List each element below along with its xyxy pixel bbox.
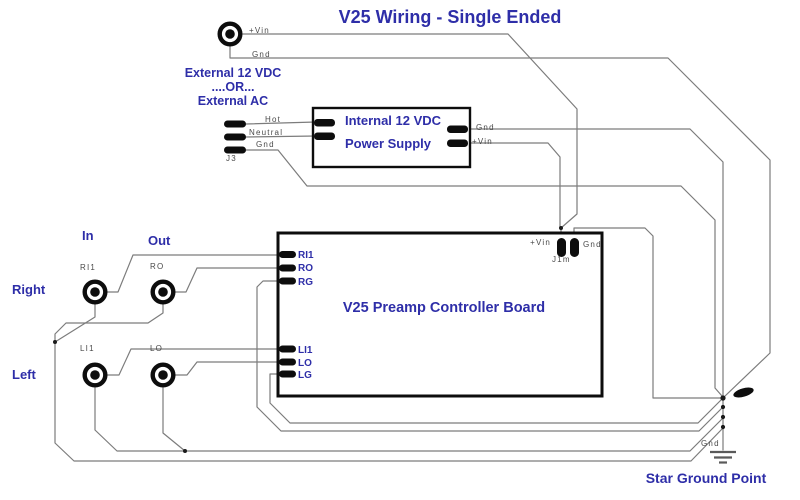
wire-ext-gnd	[229, 45, 771, 398]
j1m-ref-label: J1m	[552, 255, 571, 264]
external-caption-1: External 12 VDC	[185, 66, 282, 80]
wire-ro-gnd	[54, 303, 164, 343]
row-left-label: Left	[12, 367, 37, 382]
j3-pin-neutral	[224, 133, 246, 141]
wire-lo-signal	[174, 361, 280, 376]
wire-ps-vin	[465, 142, 561, 229]
external-caption-3: External AC	[198, 94, 268, 108]
j1m-gnd-label: Gnd	[583, 240, 602, 249]
power-supply: Internal 12 VDC Power Supply Gnd +Vin	[311, 106, 495, 169]
power-supply-outline	[311, 106, 472, 169]
junction-dot	[720, 414, 726, 420]
board-pad-lo	[279, 358, 296, 366]
board-pin-li1-label: LI1	[298, 345, 313, 356]
external-dc-jack: +Vin Gnd External 12 VDC ....OR... Exter…	[185, 21, 282, 108]
board-pad-ri1	[279, 251, 296, 258]
wire-ri1-signal	[106, 254, 280, 293]
jack-left-in	[82, 362, 108, 388]
ps-out-vin-label: +Vin	[472, 137, 493, 146]
board-pin-lo-label: LO	[298, 358, 312, 369]
j3-ref-label: J3	[226, 154, 237, 163]
board-pad-lg	[279, 370, 296, 378]
wire-j1m-gnd	[573, 227, 722, 399]
jack-left-out	[150, 362, 176, 388]
j1m-pad-gnd	[570, 238, 579, 257]
ps-name-line2: Power Supply	[345, 136, 432, 151]
jack-ro-label: RO	[150, 262, 164, 271]
j3-hot-label: Hot	[265, 115, 281, 124]
ps-pad-in-hot	[314, 119, 335, 127]
star-gnd-label: Gnd	[701, 439, 720, 448]
jack-ri1-label: RI1	[80, 263, 96, 272]
wire-left-gnd-bus	[94, 387, 724, 452]
board-pin-lg-label: LG	[298, 370, 312, 381]
wire-ro-signal	[174, 267, 280, 293]
j3-pin-gnd	[224, 146, 246, 154]
wire-ac-gnd	[245, 149, 723, 397]
dc-jack-gnd-label: Gnd	[252, 50, 271, 59]
board-pin-ro-label: RO	[298, 263, 313, 274]
junction-dot	[720, 404, 726, 410]
wires	[54, 33, 771, 462]
solder-blob-icon	[733, 387, 754, 398]
wire-ri1-gnd	[54, 303, 96, 343]
board-title: V25 Preamp Controller Board	[343, 300, 545, 316]
left-bus-junction	[183, 449, 187, 453]
column-in-label: In	[82, 228, 94, 243]
controller-board: V25 Preamp Controller Board RI1 RO RG LI…	[276, 231, 604, 398]
jack-right-out	[150, 279, 176, 305]
ac-input-connector: Hot Neutral Gnd J3	[224, 115, 283, 163]
star-ground: Gnd Star Ground Point	[53, 226, 767, 486]
ps-pad-out-vin	[447, 139, 468, 147]
ps-pad-in-neutral	[314, 132, 335, 140]
ps-out-gnd-label: Gnd	[476, 123, 495, 132]
rca-jack-panel: In Out Right Left RI1 RO LI1 LO	[12, 228, 176, 388]
wire-ac-hot	[245, 121, 317, 125]
rca-jack-center	[90, 370, 100, 380]
vin-junction	[559, 226, 563, 230]
row-right-label: Right	[12, 282, 46, 297]
wire-li1-signal	[106, 348, 280, 376]
ps-pad-out-gnd	[447, 125, 468, 133]
external-caption-2: ....OR...	[211, 80, 254, 94]
j3-pin-hot	[224, 120, 246, 128]
star-junction	[720, 395, 726, 401]
page-title: V25 Wiring - Single Ended	[339, 7, 562, 27]
wire-rg-gnd	[256, 280, 724, 432]
board-pad-ro	[279, 264, 296, 272]
jack-right-in	[82, 279, 108, 305]
junction-dot	[720, 424, 726, 430]
rca-jack-center	[158, 287, 168, 297]
earth-ground-icon	[710, 450, 736, 464]
board-pin-ri1-label: RI1	[298, 250, 314, 261]
column-out-label: Out	[148, 233, 171, 248]
board-outline	[276, 231, 604, 398]
board-pad-li1	[279, 345, 296, 353]
board-power-header: +Vin Gnd J1m	[530, 238, 602, 264]
j1m-vin-label: +Vin	[530, 238, 551, 247]
ps-name-line1: Internal 12 VDC	[345, 113, 442, 128]
star-ground-caption: Star Ground Point	[646, 470, 767, 486]
board-pin-rg-label: RG	[298, 277, 313, 288]
board-pad-rg	[279, 277, 296, 285]
rca-jack-center	[158, 370, 168, 380]
dc-jack-center	[225, 29, 235, 39]
j3-gnd-label: Gnd	[256, 140, 275, 149]
wire-ps-gnd	[465, 128, 724, 399]
wire-lo-gnd	[162, 387, 186, 452]
right-bus-junction	[53, 340, 57, 344]
dc-jack-vin-label: +Vin	[249, 26, 270, 35]
jack-li1-label: LI1	[80, 344, 95, 353]
wire-ac-neutral	[245, 135, 317, 138]
wire-right-gnd-bus	[54, 341, 724, 462]
rca-jack-center	[90, 287, 100, 297]
j3-neutral-label: Neutral	[249, 128, 283, 137]
jack-lo-label: LO	[150, 344, 163, 353]
j1m-pad-vin	[557, 238, 566, 257]
wire-lg-gnd	[269, 373, 724, 424]
